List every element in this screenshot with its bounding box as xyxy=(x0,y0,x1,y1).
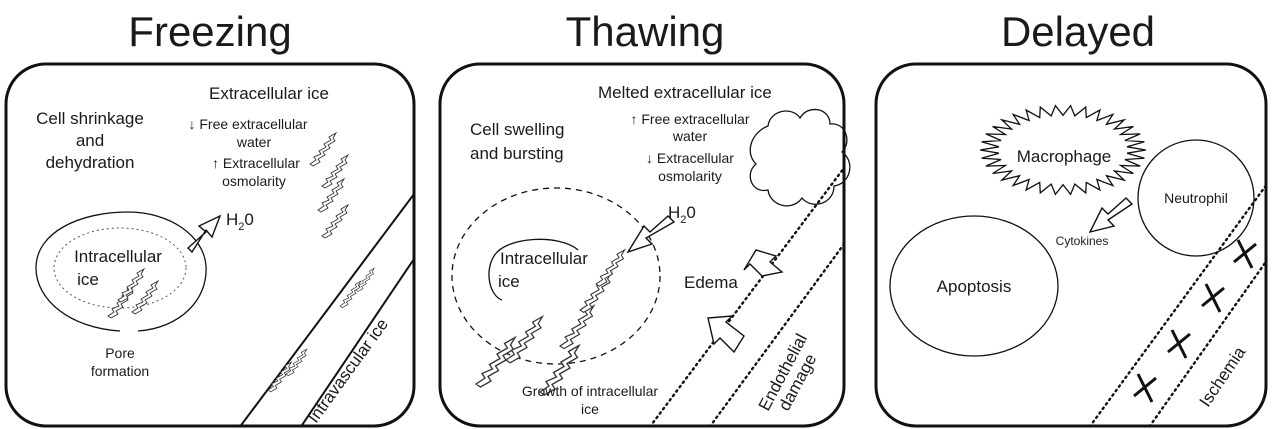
delayed-title: Delayed xyxy=(1001,8,1155,55)
pore-formation-line1: Pore xyxy=(105,345,135,361)
thaw-osmolarity-line1: ↓ Extracellular xyxy=(646,150,734,166)
osmolarity-line2: osmolarity xyxy=(222,173,286,189)
thaw-osmolarity-line2: osmolarity xyxy=(658,168,722,184)
thaw-free-water-line1: ↑ Free extracellular xyxy=(630,111,749,127)
apoptosis-label: Apoptosis xyxy=(937,277,1012,296)
macrophage-label: Macrophage xyxy=(1017,147,1112,166)
cell-shrinkage-line1: Cell shrinkage xyxy=(36,109,144,128)
thawing-title: Thawing xyxy=(566,8,725,55)
edema-label: Edema xyxy=(684,273,738,292)
delayed-panel: Delayed Macrophage Neutrophil Cytokines … xyxy=(876,8,1270,429)
cytokines-label: Cytokines xyxy=(1056,234,1109,248)
extracellular-ice-label: Extracellular ice xyxy=(209,84,329,103)
cell-shrinkage-line2: and xyxy=(76,131,104,150)
intracellular-ice-line2: ice xyxy=(77,270,99,289)
growth-line2: ice xyxy=(581,401,599,417)
cell-shrinkage-line3: dehydration xyxy=(46,153,135,172)
intracellular-ice-line1: Intracellular xyxy=(74,247,162,266)
cell-swelling-line2: and bursting xyxy=(470,144,564,163)
growth-line1: Growth of intracellular xyxy=(522,383,659,399)
thaw-free-water-line2: water xyxy=(672,128,708,144)
pore-formation-line2: formation xyxy=(91,363,149,379)
cell-swelling-line1: Cell swelling xyxy=(470,120,564,139)
osmolarity-line1: ↑ Extracellular xyxy=(212,155,300,171)
free-water-line2: water xyxy=(236,134,272,150)
free-water-line1: ↓ Free extracellular xyxy=(188,116,307,132)
thaw-intracellular-ice-line1: Intracellular xyxy=(500,249,588,268)
neutrophil-label: Neutrophil xyxy=(1164,190,1228,206)
melted-ice-label: Melted extracellular ice xyxy=(598,83,772,102)
thaw-intracellular-ice-line2: ice xyxy=(498,272,520,291)
freezing-panel: Freezing Intravascular ice Extracellular… xyxy=(6,8,420,429)
freezing-title: Freezing xyxy=(128,8,291,55)
thawing-panel: Thawing Melted extracellular ice Cell sw… xyxy=(440,8,850,429)
